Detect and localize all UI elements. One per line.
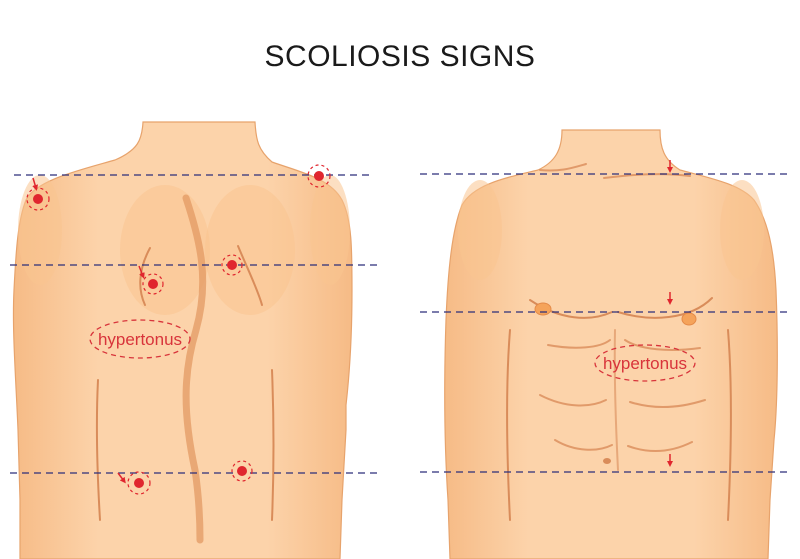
back-torso bbox=[12, 121, 353, 559]
back-markers bbox=[26, 164, 331, 495]
left-nipple bbox=[534, 302, 552, 316]
front-torso bbox=[444, 129, 778, 559]
marker-dot bbox=[237, 466, 247, 476]
navel bbox=[603, 458, 611, 464]
marker-dot bbox=[134, 478, 144, 488]
marker-dot bbox=[148, 279, 158, 289]
marker-dot bbox=[227, 260, 237, 270]
marker-ring bbox=[26, 187, 50, 211]
arrow-down-icon bbox=[32, 177, 39, 191]
front-hypertonus-outline bbox=[594, 344, 696, 382]
marker-ring bbox=[231, 460, 253, 482]
marker-dot bbox=[33, 194, 43, 204]
marker-ring bbox=[142, 273, 164, 295]
marker-dot bbox=[314, 171, 324, 181]
arrow-down-icon bbox=[117, 472, 126, 484]
right-nipple bbox=[681, 312, 697, 326]
marker-ring bbox=[307, 164, 331, 188]
diagram-title: SCOLIOSIS SIGNS bbox=[265, 40, 536, 73]
back-hypertonus-outline bbox=[89, 319, 191, 359]
back-hypertonus-label: hypertonus bbox=[98, 330, 182, 349]
spine-curve bbox=[182, 194, 207, 544]
front-hypertonus-label: hypertonus bbox=[603, 354, 687, 373]
marker-ring bbox=[221, 254, 243, 276]
arrow-down-icon bbox=[138, 265, 145, 279]
marker-ring bbox=[127, 471, 151, 495]
